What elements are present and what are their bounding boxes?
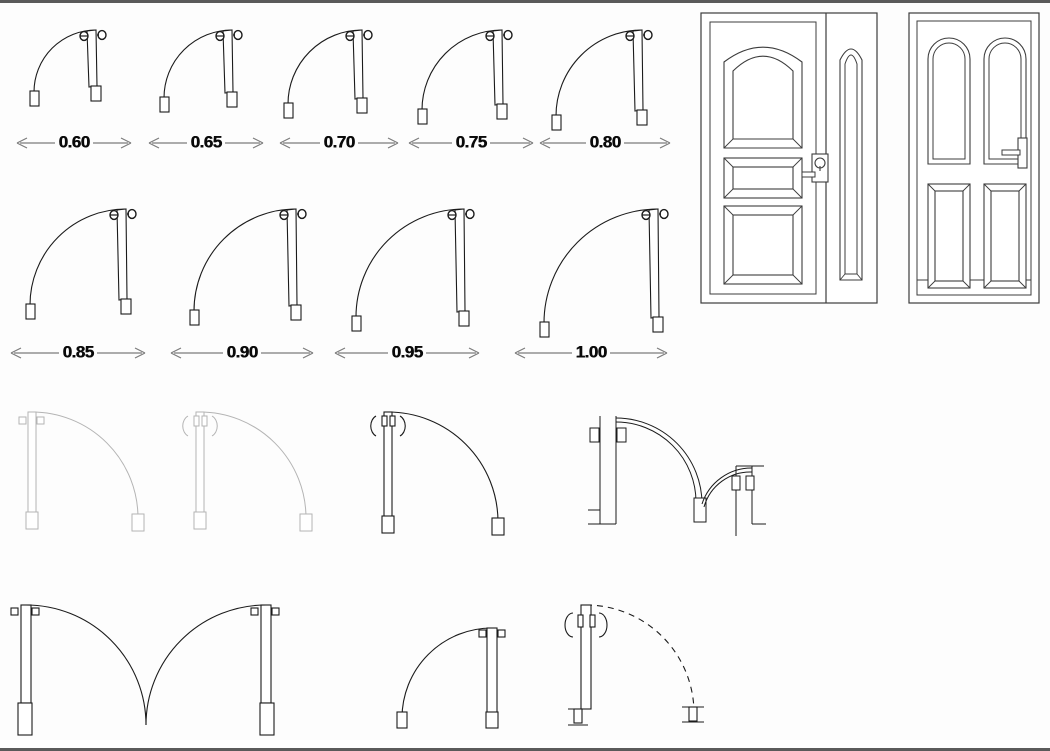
door-swing-pivot-dark (370, 400, 520, 558)
door-elevation-4panel-arched (908, 12, 1040, 304)
sheet-bottom-border (0, 748, 1050, 751)
dimension-0-65: 0.65 (146, 130, 266, 156)
dimension-0-80: 0.80 (537, 130, 673, 156)
door-swing-single-dashed (560, 595, 726, 744)
door-swing-065 (148, 16, 248, 114)
door-swing-double-wide (10, 585, 302, 751)
door-elevation-3panel-sidelight (700, 12, 878, 304)
dimension-value: 0.95 (332, 342, 482, 363)
dimension-value: 0.85 (8, 342, 148, 363)
door-swing-pivot-light (182, 400, 328, 558)
door-swing-095 (340, 195, 480, 333)
dimension-0-85: 0.85 (8, 340, 148, 366)
dimension-value: 0.75 (406, 132, 536, 153)
dimension-value: 0.65 (146, 132, 266, 153)
door-swing-085 (14, 195, 142, 321)
dimension-0-75: 0.75 (406, 130, 536, 156)
door-swing-plain-light (14, 400, 160, 558)
dimension-value: 0.80 (537, 132, 673, 153)
door-swing-070 (272, 16, 378, 120)
door-swing-090 (178, 195, 312, 327)
door-swing-single-plain (388, 620, 520, 744)
dimension-value: 0.70 (277, 132, 401, 153)
dimension-1-00: 1.00 (512, 340, 670, 366)
door-swing-double-uneven (586, 412, 784, 562)
door-swing-100 (528, 195, 674, 339)
dimension-0-70: 0.70 (277, 130, 401, 156)
dimension-value: 0.90 (168, 342, 316, 363)
door-swing-075 (406, 16, 518, 126)
door-swing-080 (540, 16, 658, 132)
sheet-top-border (0, 0, 1050, 3)
dimension-0-95: 0.95 (332, 340, 482, 366)
dimension-value: 1.00 (512, 342, 670, 363)
door-swing-060 (18, 16, 112, 108)
dimension-value: 0.60 (14, 132, 134, 153)
dimension-0-60: 0.60 (14, 130, 134, 156)
dimension-0-90: 0.90 (168, 340, 316, 366)
